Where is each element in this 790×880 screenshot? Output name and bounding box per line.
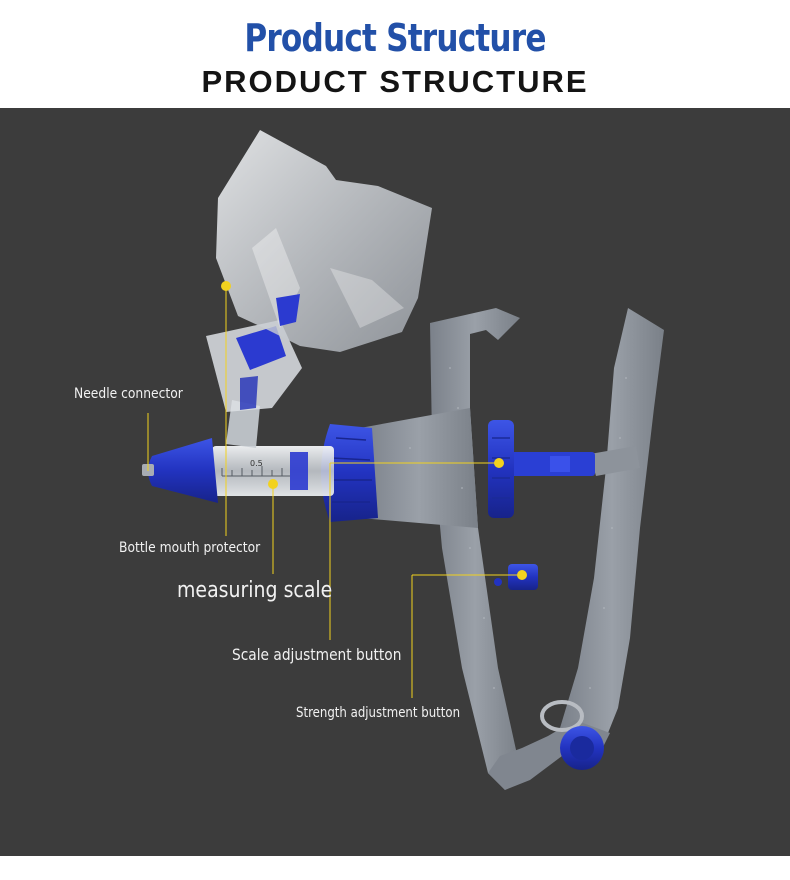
nozzle-cap — [148, 438, 218, 503]
label-scale-adjustment-button: Scale adjustment button — [232, 645, 402, 664]
leader-lines — [147, 288, 522, 698]
label-strength-adjustment-button: Strength adjustment button — [296, 705, 461, 721]
scale-adjustment-knob — [488, 420, 514, 518]
label-measuring-scale: measuring scale — [177, 578, 333, 603]
plunger-rod — [500, 452, 595, 476]
grip-body — [360, 308, 664, 790]
header: Product Structure PRODUCT STRUCTURE — [0, 0, 790, 108]
label-bottle-mouth-protector: Bottle mouth protector — [119, 540, 261, 556]
leader-dots — [221, 281, 527, 580]
barrel-collar — [321, 424, 378, 522]
page-title: Product Structure — [244, 16, 546, 60]
label-needle-connector: Needle connector — [74, 386, 183, 402]
ring — [540, 700, 584, 732]
page-subtitle: PRODUCT STRUCTURE — [201, 64, 589, 99]
scale-mark: 0.5 — [250, 459, 263, 468]
bottle-mouth-protector-cup — [216, 130, 432, 352]
footer-band — [0, 856, 790, 880]
product-stage: 0.5 — [0, 108, 790, 856]
syringe-injector-illustration: 0.5 — [142, 130, 664, 790]
